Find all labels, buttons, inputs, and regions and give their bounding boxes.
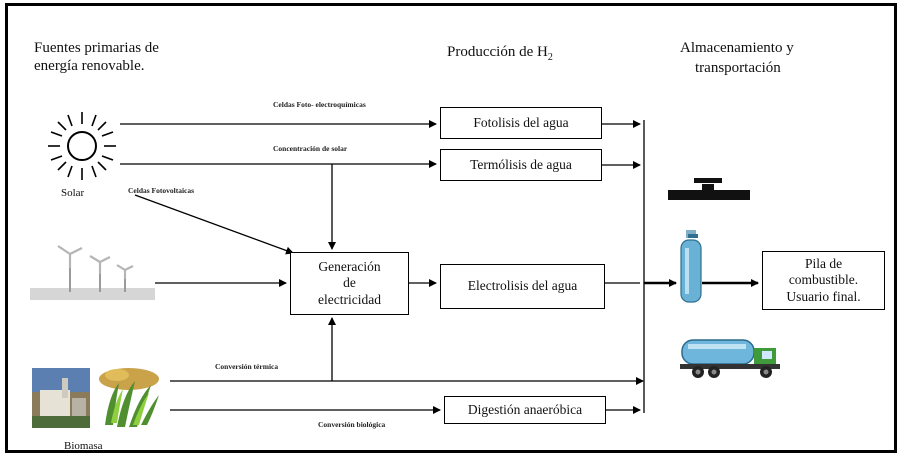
label-thermal-conversion: Conversión térmica xyxy=(215,362,279,371)
biomass-crop-icon xyxy=(99,368,159,427)
sun-icon xyxy=(48,112,116,180)
biomass-plant-icon xyxy=(32,368,90,428)
arrow-photovoltaic-generation xyxy=(134,194,294,255)
sources-header-line2: energía renovable. xyxy=(34,58,145,74)
production-header: Producción de H2 xyxy=(447,44,553,63)
source-label-biomass: Biomasa xyxy=(64,440,103,452)
label-biological-conversion: Conversión biológica xyxy=(318,420,386,429)
wind-turbines-icon xyxy=(30,245,155,300)
source-label-solar: Solar xyxy=(61,187,85,199)
tanker-truck-icon xyxy=(680,339,780,378)
storage-header-line1: Almacenamiento y xyxy=(680,40,794,56)
box-electricity-generation: Generación de electricidad xyxy=(290,252,409,315)
gas-cylinder-icon xyxy=(680,230,702,303)
storage-header-line2: transportación xyxy=(695,60,781,76)
box-anaerobic-digestion: Digestión anaeróbica xyxy=(444,396,606,424)
box-fuel-cell: Pila de combustible. Usuario final. xyxy=(762,251,885,310)
label-solar-concentration: Concentración de solar xyxy=(273,144,348,153)
box-thermolysis: Termólisis de agua xyxy=(440,149,602,181)
pipeline-valve-icon xyxy=(668,178,750,200)
label-photovoltaic: Celdas Fotovoltaicas xyxy=(128,186,195,195)
sources-header-line1: Fuentes primarias de xyxy=(34,40,159,56)
box-photolysis: Fotolisis del agua xyxy=(440,107,602,139)
box-electrolysis: Electrolisis del agua xyxy=(440,264,605,309)
label-photoelectrochemical: Celdas Foto- electroquímicas xyxy=(273,100,366,109)
